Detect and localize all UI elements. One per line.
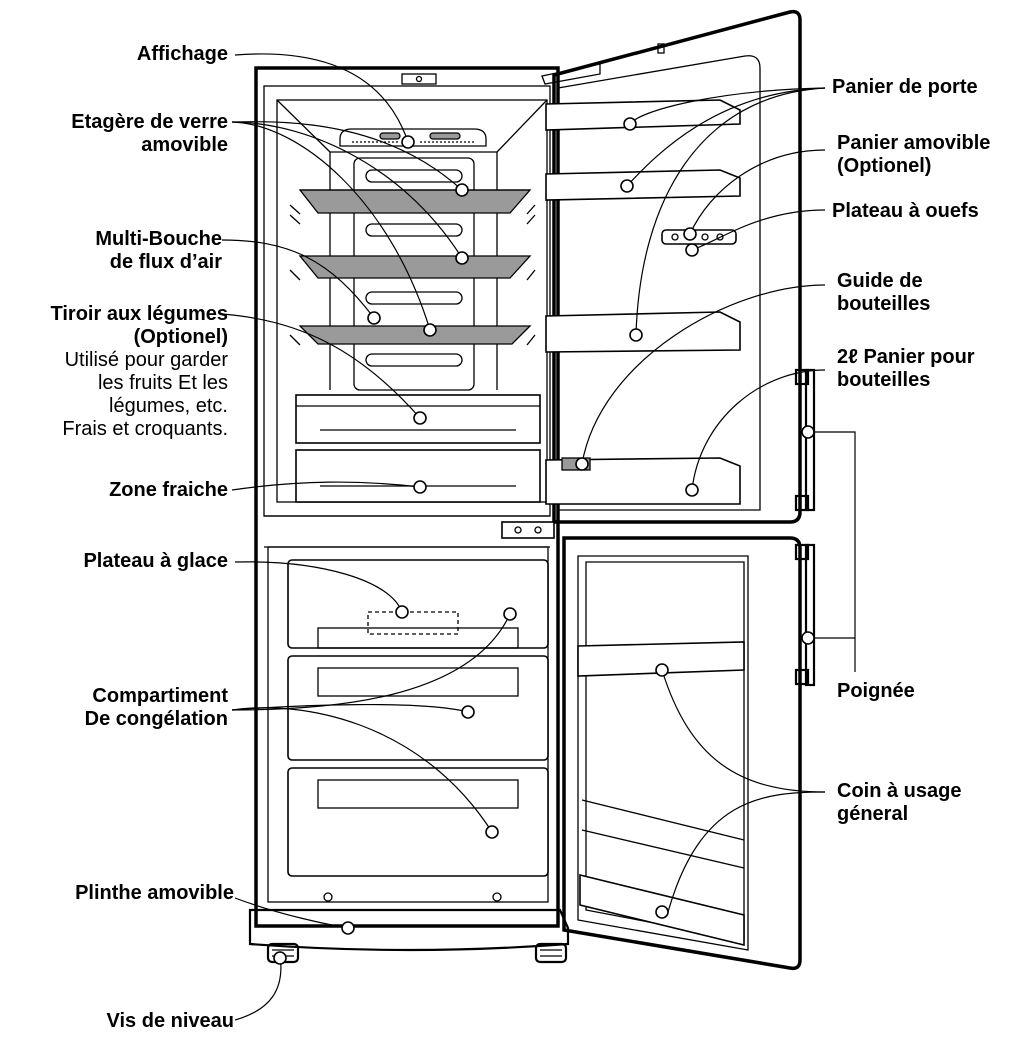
label-panier-bouteilles-line1: 2ℓ Panier pour	[837, 346, 975, 368]
label-panier-porte: Panier de porte	[832, 76, 978, 99]
label-poignee: Poignée	[837, 680, 915, 703]
label-plateau-glace: Plateau à glace	[83, 550, 228, 573]
leveling-foot	[534, 942, 568, 964]
label-tiroir-line2: (Optionel)	[133, 326, 228, 348]
label-etagere-line1: Etagère de verre	[71, 111, 228, 133]
glass-shelf	[298, 255, 532, 279]
label-panier-porte-text: Panier de porte	[832, 76, 978, 98]
label-compartiment: Compartiment De congélation	[85, 685, 228, 731]
label-tiroir-desc1: Utilisé pour garder	[64, 349, 228, 371]
label-tiroir: Tiroir aux légumes (Optionel) Utilisé po…	[51, 303, 228, 441]
freezer-drawer	[287, 655, 549, 761]
label-etagere-line2: amovible	[141, 134, 228, 156]
shelf-rails	[289, 204, 536, 346]
label-etagere: Etagère de verre amovible	[71, 111, 228, 157]
label-vis: Vis de niveau	[107, 1010, 234, 1033]
label-compartiment-line1: Compartiment	[92, 685, 228, 707]
label-poignee-text: Poignée	[837, 680, 915, 702]
label-tiroir-desc2: les fruits Et les	[97, 372, 228, 394]
general-purpose-shelf	[581, 799, 745, 869]
label-affichage: Affichage	[137, 43, 228, 66]
label-guide: Guide de bouteilles	[837, 270, 930, 316]
bottle-guide-shelf	[545, 311, 741, 353]
upper-door	[541, 9, 802, 524]
label-multi-bouche-line1: Multi-Bouche	[95, 228, 222, 250]
display-panel	[339, 128, 487, 147]
label-zone-fraiche-text: Zone fraiche	[109, 479, 228, 501]
label-compartiment-line2: De congélation	[84, 708, 228, 730]
callout-dots	[273, 117, 815, 965]
label-plateau-oeufs: Plateau à ouefs	[832, 200, 979, 223]
hinge	[501, 521, 555, 539]
label-panier-amovible-line2: (Optionel)	[837, 155, 932, 177]
label-affichage-text: Affichage	[136, 43, 228, 65]
leader-lines	[221, 53, 856, 1021]
label-guide-line2: bouteilles	[837, 293, 931, 315]
lower-handle	[794, 543, 816, 687]
label-coin-line1: Coin à usage	[837, 780, 962, 802]
label-plinthe-text: Plinthe amovible	[75, 882, 234, 904]
glass-shelf	[298, 189, 532, 214]
label-multi-bouche: Multi-Bouche de flux d’air	[95, 228, 222, 274]
label-panier-amovible-line1: Panier amovible	[837, 132, 991, 154]
upper-handle	[794, 368, 816, 512]
label-zone-fraiche: Zone fraiche	[109, 479, 228, 502]
label-coin: Coin à usage géneral	[837, 780, 961, 826]
door-basket	[545, 169, 741, 201]
egg-tray	[661, 229, 737, 245]
label-tiroir-desc3: légumes, etc.	[109, 395, 228, 417]
label-plateau-glace-text: Plateau à glace	[83, 550, 228, 572]
label-plinthe: Plinthe amovible	[75, 882, 234, 905]
freezer-drawer	[287, 559, 549, 649]
fresh-zone-drawer	[295, 449, 541, 503]
label-tiroir-line1: Tiroir aux légumes	[50, 303, 228, 325]
label-multi-bouche-line2: de flux d’air	[109, 251, 222, 273]
bottle-basket	[545, 457, 741, 505]
freezer-drawer	[287, 767, 549, 877]
label-panier-amovible: Panier amovible (Optionel)	[837, 132, 990, 178]
label-guide-line1: Guide de	[837, 270, 923, 292]
label-tiroir-desc4: Frais et croquants.	[62, 418, 228, 440]
glass-shelf	[298, 325, 532, 345]
base	[248, 892, 570, 952]
vegetable-drawer	[295, 394, 541, 444]
label-coin-line2: géneral	[837, 803, 909, 825]
label-panier-bouteilles: 2ℓ Panier pour bouteilles	[837, 346, 975, 392]
label-vis-text: Vis de niveau	[106, 1010, 234, 1032]
label-plateau-oeufs-text: Plateau à ouefs	[832, 200, 979, 222]
label-panier-bouteilles-line2: bouteilles	[837, 369, 931, 391]
general-purpose-shelf	[577, 641, 745, 677]
ice-tray	[367, 611, 459, 635]
